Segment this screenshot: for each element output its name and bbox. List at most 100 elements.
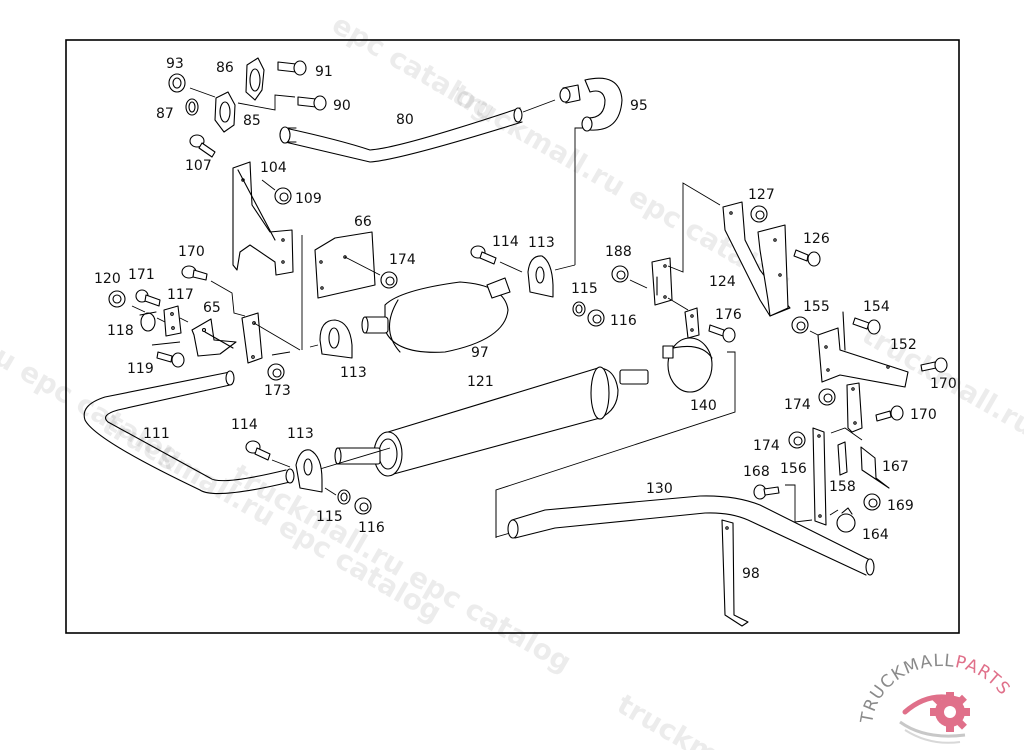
part-174-nut[interactable] [818, 388, 836, 406]
part-65-angle-bracket[interactable] [191, 318, 237, 357]
part-126-bolt[interactable] [793, 249, 821, 267]
part-118-clamp[interactable] [139, 311, 157, 332]
part-113-rubber-mount[interactable] [527, 255, 554, 298]
part-91-bolt[interactable] [277, 60, 307, 76]
callout-176[interactable]: 176 [715, 307, 742, 323]
part-174-nut[interactable] [380, 271, 398, 289]
part-155-nut[interactable] [791, 316, 809, 334]
part-121-rear-silencer[interactable] [334, 366, 649, 477]
callout-86[interactable]: 86 [216, 60, 234, 76]
part-111-intermediate-pipe[interactable] [83, 370, 295, 495]
part-127-nut[interactable] [750, 205, 768, 223]
part-66-plate[interactable] [314, 231, 376, 299]
callout-91[interactable]: 91 [315, 64, 333, 80]
callout-80[interactable]: 80 [396, 112, 414, 128]
part-188-nut[interactable] [611, 265, 629, 283]
callout-152[interactable]: 152 [890, 337, 917, 353]
part-97-muffler[interactable] [361, 277, 511, 353]
callout-170[interactable]: 170 [930, 376, 957, 392]
part-174-nut[interactable] [788, 431, 806, 449]
part-104-bracket[interactable] [232, 161, 294, 276]
callout-120[interactable]: 120 [94, 271, 121, 287]
part-114-bolt[interactable] [245, 440, 271, 461]
callout-116[interactable]: 116 [358, 520, 385, 536]
part-114-bolt[interactable] [470, 245, 497, 265]
part-170-bolt[interactable] [181, 265, 208, 281]
callout-126[interactable]: 126 [803, 231, 830, 247]
callout-188[interactable]: 188 [605, 244, 632, 260]
part-86-gasket[interactable] [245, 57, 265, 101]
part-167-plate[interactable] [860, 446, 890, 489]
part-113-rubber-mount[interactable] [319, 319, 353, 359]
part-170-bolt[interactable] [920, 357, 948, 373]
callout-109[interactable]: 109 [295, 191, 322, 207]
callout-85[interactable]: 85 [243, 113, 261, 129]
part-130-tail-pipe[interactable] [507, 495, 875, 576]
callout-113[interactable]: 113 [287, 426, 314, 442]
part-168-bolt[interactable] [753, 484, 780, 500]
callout-87[interactable]: 87 [156, 106, 174, 122]
part-115-washer[interactable] [337, 489, 351, 505]
callout-111[interactable]: 111 [143, 426, 170, 442]
callout-170[interactable]: 170 [178, 244, 205, 260]
callout-116[interactable]: 116 [610, 313, 637, 329]
callout-93[interactable]: 93 [166, 56, 184, 72]
part-117-clip[interactable] [163, 305, 182, 337]
part-124-bracket[interactable] [722, 201, 791, 317]
part-169-nut[interactable] [863, 493, 881, 511]
part-113-rubber-mount[interactable] [295, 449, 323, 493]
part-98-hanger-strap[interactable] [721, 519, 749, 627]
callout-95[interactable]: 95 [630, 98, 648, 114]
part-85-flange[interactable] [214, 91, 236, 133]
part-bracket-plate[interactable] [241, 312, 263, 364]
part-171-bolt[interactable] [135, 289, 161, 307]
callout-118[interactable]: 118 [107, 323, 134, 339]
callout-171[interactable]: 171 [128, 267, 155, 283]
callout-114[interactable]: 114 [231, 417, 258, 433]
callout-158[interactable]: 158 [829, 479, 856, 495]
callout-170[interactable]: 170 [910, 407, 937, 423]
callout-169[interactable]: 169 [887, 498, 914, 514]
part-93-nut[interactable] [168, 73, 186, 93]
part-116-nut[interactable] [354, 497, 372, 515]
callout-174[interactable]: 174 [389, 252, 416, 268]
callout-154[interactable]: 154 [863, 299, 890, 315]
part-152-bracket[interactable] [817, 311, 909, 388]
callout-130[interactable]: 130 [646, 481, 673, 497]
part-156-strap[interactable] [812, 427, 827, 526]
part-119-bolt[interactable] [156, 351, 185, 368]
part-173-nut[interactable] [267, 363, 285, 381]
callout-174[interactable]: 174 [784, 397, 811, 413]
callout-167[interactable]: 167 [882, 459, 909, 475]
part-109-nut[interactable] [274, 187, 292, 205]
part-115-washer[interactable] [572, 301, 586, 317]
callout-104[interactable]: 104 [260, 160, 287, 176]
callout-127[interactable]: 127 [748, 187, 775, 203]
part-154-bolt[interactable] [852, 317, 881, 335]
callout-155[interactable]: 155 [803, 299, 830, 315]
callout-90[interactable]: 90 [333, 98, 351, 114]
callout-65[interactable]: 65 [203, 300, 221, 316]
part-170-bolt[interactable] [875, 405, 904, 422]
callout-107[interactable]: 107 [185, 158, 212, 174]
callout-117[interactable]: 117 [167, 287, 194, 303]
callout-124[interactable]: 124 [709, 274, 736, 290]
part-95-pipe-bend[interactable] [559, 77, 623, 132]
part-164-clamp[interactable] [836, 507, 856, 533]
part-107-bolt[interactable] [189, 134, 216, 158]
callout-115[interactable]: 115 [571, 281, 598, 297]
callout-168[interactable]: 168 [743, 464, 770, 480]
callout-114[interactable]: 114 [492, 234, 519, 250]
part-87-washer[interactable] [185, 98, 199, 116]
callout-115[interactable]: 115 [316, 509, 343, 525]
callout-97[interactable]: 97 [471, 345, 489, 361]
part-176-bolt[interactable] [708, 324, 736, 343]
part-hanger-link[interactable] [846, 382, 863, 433]
callout-66[interactable]: 66 [354, 214, 372, 230]
callout-113[interactable]: 113 [528, 235, 555, 251]
callout-173[interactable]: 173 [264, 383, 291, 399]
callout-98[interactable]: 98 [742, 566, 760, 582]
part-90-bolt[interactable] [297, 95, 327, 111]
callout-164[interactable]: 164 [862, 527, 889, 543]
part-hanger-bracket[interactable] [651, 257, 673, 306]
